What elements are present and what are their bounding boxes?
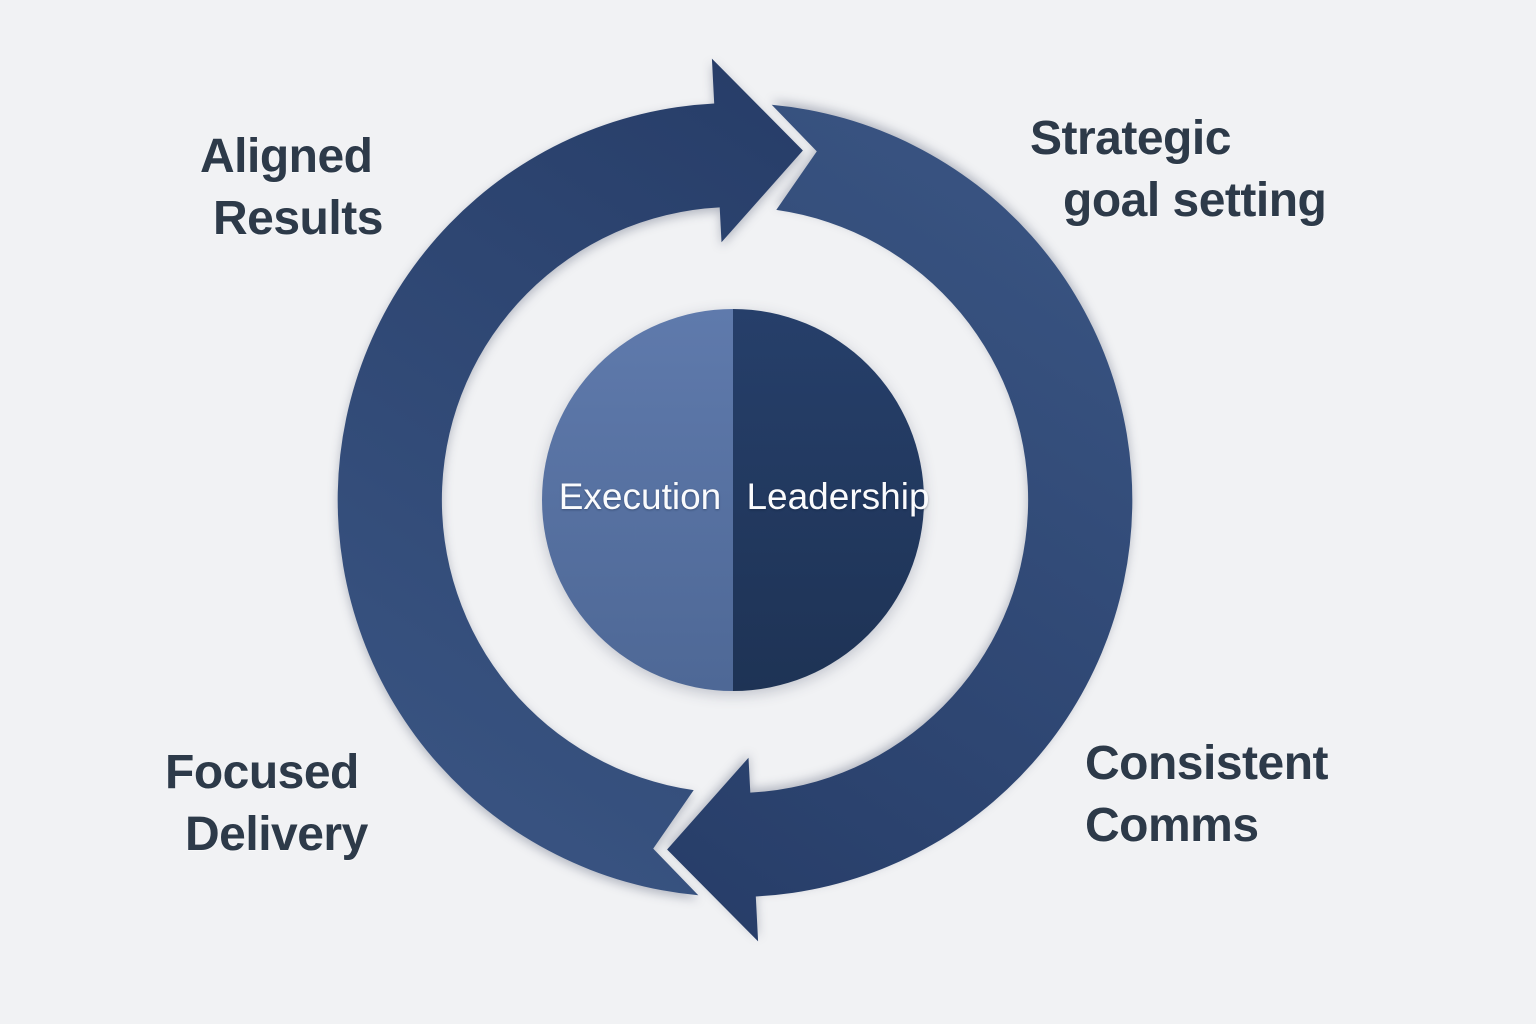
leadership-half-circle: [733, 309, 924, 691]
label-line: Delivery: [185, 808, 368, 861]
cycle-arrow-bottom: [667, 104, 1133, 942]
label-aligned-results: Aligned Results: [200, 126, 383, 250]
label-leadership: Leadership: [746, 476, 930, 517]
label-execution: Execution: [558, 476, 722, 517]
label-line: Consistent: [1085, 737, 1329, 790]
label-focused-delivery: Focused Delivery: [165, 742, 368, 866]
label-line: Focused: [165, 746, 359, 799]
label-line: Results: [213, 192, 383, 245]
label-strategic-goal-setting: Strategic goal setting: [1030, 108, 1327, 232]
label-line: Strategic: [1030, 112, 1231, 165]
execution-half-circle: [542, 309, 733, 691]
label-line: goal setting: [1063, 174, 1327, 227]
label-consistent-comms: Consistent Comms: [1085, 733, 1329, 857]
inner-split-circle: [542, 309, 924, 691]
label-line: Comms: [1085, 799, 1259, 852]
label-line: Aligned: [200, 130, 373, 183]
cycle-arrow-top: [337, 58, 803, 896]
